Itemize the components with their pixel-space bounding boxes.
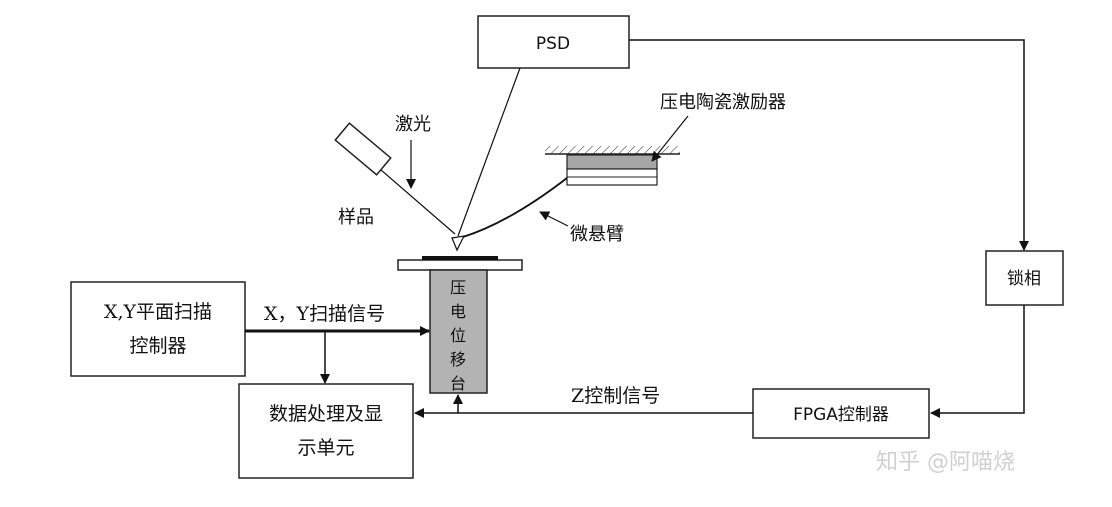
piezo-stage: 压 电 位 移 台 [429, 269, 488, 394]
stage-char: 电 [450, 302, 466, 321]
data-unit-label-line1: 数据处理及显 [269, 403, 383, 425]
cantilever-pointer [539, 211, 569, 227]
psd-block: PSD [477, 15, 630, 69]
sample-label: 样品 [338, 207, 374, 228]
lockin-to-fpga-line [930, 305, 1025, 418]
watermark: 知乎 @阿喵烧 [876, 450, 1015, 475]
stage-char: 位 [450, 326, 466, 345]
data-processing-unit: 数据处理及显 示单元 [238, 383, 414, 479]
z-signal-label: Z控制信号 [571, 385, 660, 407]
xy-controller-label-line1: X,Y平面扫描 [104, 301, 212, 323]
xy-controller-label-line2: 控制器 [129, 335, 186, 357]
lockin-block: 锁相 [985, 250, 1064, 306]
data-unit-label-line2: 示单元 [297, 437, 354, 459]
lockin-label: 锁相 [1007, 269, 1041, 289]
stage-char: 台 [450, 374, 466, 393]
psd-label: PSD [536, 34, 570, 54]
stage-char: 压 [450, 278, 466, 297]
cantilever-label: 微悬臂 [570, 224, 624, 245]
laser-beam [380, 169, 456, 235]
reflected-beam [457, 67, 521, 237]
laser-label: 激光 [395, 114, 431, 135]
cantilever-tip [451, 235, 466, 252]
piezo-exciter-pointer [651, 115, 689, 162]
xy-signal-label: X，Y扫描信号 [264, 303, 385, 325]
psd-to-lockin-line [629, 39, 1029, 251]
xy-scan-controller: X,Y平面扫描 控制器 [70, 281, 246, 377]
piezo-exciter-label: 压电陶瓷激励器 [660, 92, 786, 113]
stage-char: 移 [450, 350, 466, 369]
fpga-label: FPGA控制器 [793, 405, 889, 425]
sample-platform [397, 256, 523, 271]
fpga-controller: FPGA控制器 [752, 388, 930, 439]
cantilever [462, 177, 568, 238]
laser-source [334, 122, 392, 176]
